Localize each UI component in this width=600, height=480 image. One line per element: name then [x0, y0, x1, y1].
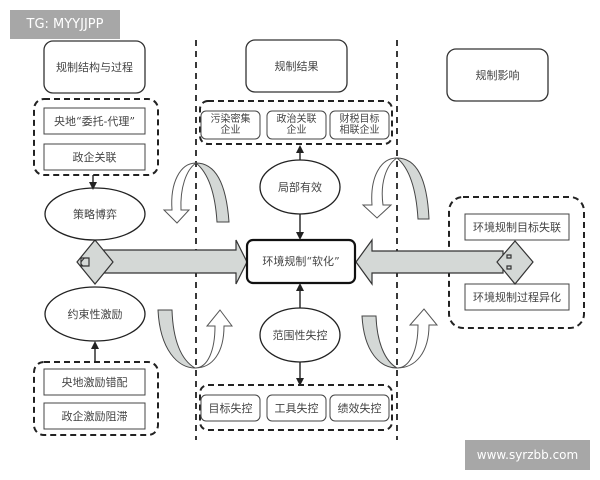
cycle-arrow-top-right-white — [361, 157, 399, 219]
top-result-item-box-2 — [266, 110, 327, 140]
header-box-structure-process — [43, 40, 146, 94]
left-bidirectional-connector — [76, 239, 114, 285]
left-bottom-item-incentive-block: 政企激励阻滞 — [61, 409, 128, 423]
header-structure-process: 规制结构与过程 — [56, 60, 133, 74]
left-top-item-gov-enterprise-link: 政企关联 — [72, 150, 117, 164]
top-result-item-3-line-2: 相联企业 — [339, 125, 380, 136]
cycle-arrow-top-left-white — [162, 162, 198, 224]
top-result-item-fiscal-linked: 财税目标 相联企业 — [330, 111, 389, 139]
right-bidirectional-connector — [496, 240, 534, 285]
top-result-item-1-line-1: 污染密集 — [210, 114, 251, 125]
top-result-item-2-line-2: 企业 — [286, 125, 307, 136]
bottom-result-item-box-2 — [266, 394, 327, 422]
top-result-item-box-1 — [200, 110, 261, 140]
label-strategy-game: 策略博弈 — [73, 207, 117, 221]
top-result-item-politically-connected: 政治关联 企业 — [267, 111, 326, 139]
cycle-arrow-bottom-right-white — [396, 308, 439, 369]
top-result-item-1-line-2: 企业 — [220, 125, 241, 136]
left-bottom-item-box-2 — [43, 402, 146, 430]
top-result-item-box-3 — [329, 110, 390, 140]
left-bottom-group-border — [33, 361, 159, 436]
bottom-result-item-goal-loss: 目标失控 — [208, 401, 253, 415]
label-scope-loss-control: 范围性失控 — [272, 328, 328, 342]
left-top-item-box-1 — [43, 107, 146, 135]
impact-item-process-alienation: 环境规制过程异化 — [473, 290, 561, 304]
cycle-arrow-bottom-left-white — [194, 309, 233, 369]
top-result-group-border — [199, 100, 393, 145]
bottom-result-group-border — [199, 384, 393, 431]
header-box-result — [245, 39, 348, 93]
impact-item-box-1 — [464, 213, 570, 241]
left-top-group-border — [33, 98, 159, 176]
right-block-arrow — [355, 238, 504, 286]
left-bottom-item-box-1 — [43, 368, 146, 396]
bottom-result-item-box-1 — [200, 394, 261, 422]
watermark-top: TG: MYYJJPP — [10, 10, 120, 39]
center-label-regulation-softening: 环境规制“软化” — [262, 255, 340, 268]
left-bottom-item-incentive-mismatch: 央地激励错配 — [61, 375, 128, 389]
top-result-item-3-line-1: 财税目标 — [339, 114, 380, 125]
watermark-bottom: www.syrzbb.com — [465, 440, 590, 470]
header-result: 规制结果 — [274, 59, 319, 73]
cycle-arrow-bottom-right-gray — [361, 315, 399, 369]
header-box-impact — [446, 48, 549, 102]
label-constraint-incentive: 约束性激励 — [67, 307, 123, 321]
bottom-result-item-tool-loss: 工具失控 — [274, 401, 319, 415]
header-impact: 规制影响 — [475, 68, 520, 82]
impact-item-goal-disconnect: 环境规制目标失联 — [473, 220, 561, 234]
impact-item-box-2 — [464, 283, 570, 311]
top-result-item-pollution-intensive: 污染密集 企业 — [201, 111, 260, 139]
cycle-arrow-top-right-gray — [395, 157, 430, 220]
left-top-item-principal-agent: 央地“委托-代理” — [54, 114, 135, 128]
bottom-result-item-box-3 — [329, 394, 390, 422]
bottom-result-item-performance-loss: 绩效失控 — [337, 401, 382, 415]
cycle-arrow-top-left-gray — [194, 162, 230, 223]
cycle-arrow-bottom-left-gray — [157, 309, 197, 369]
left-top-item-box-2 — [43, 143, 146, 171]
label-local-effective: 局部有效 — [278, 180, 322, 194]
top-result-item-2-line-1: 政治关联 — [276, 114, 317, 125]
